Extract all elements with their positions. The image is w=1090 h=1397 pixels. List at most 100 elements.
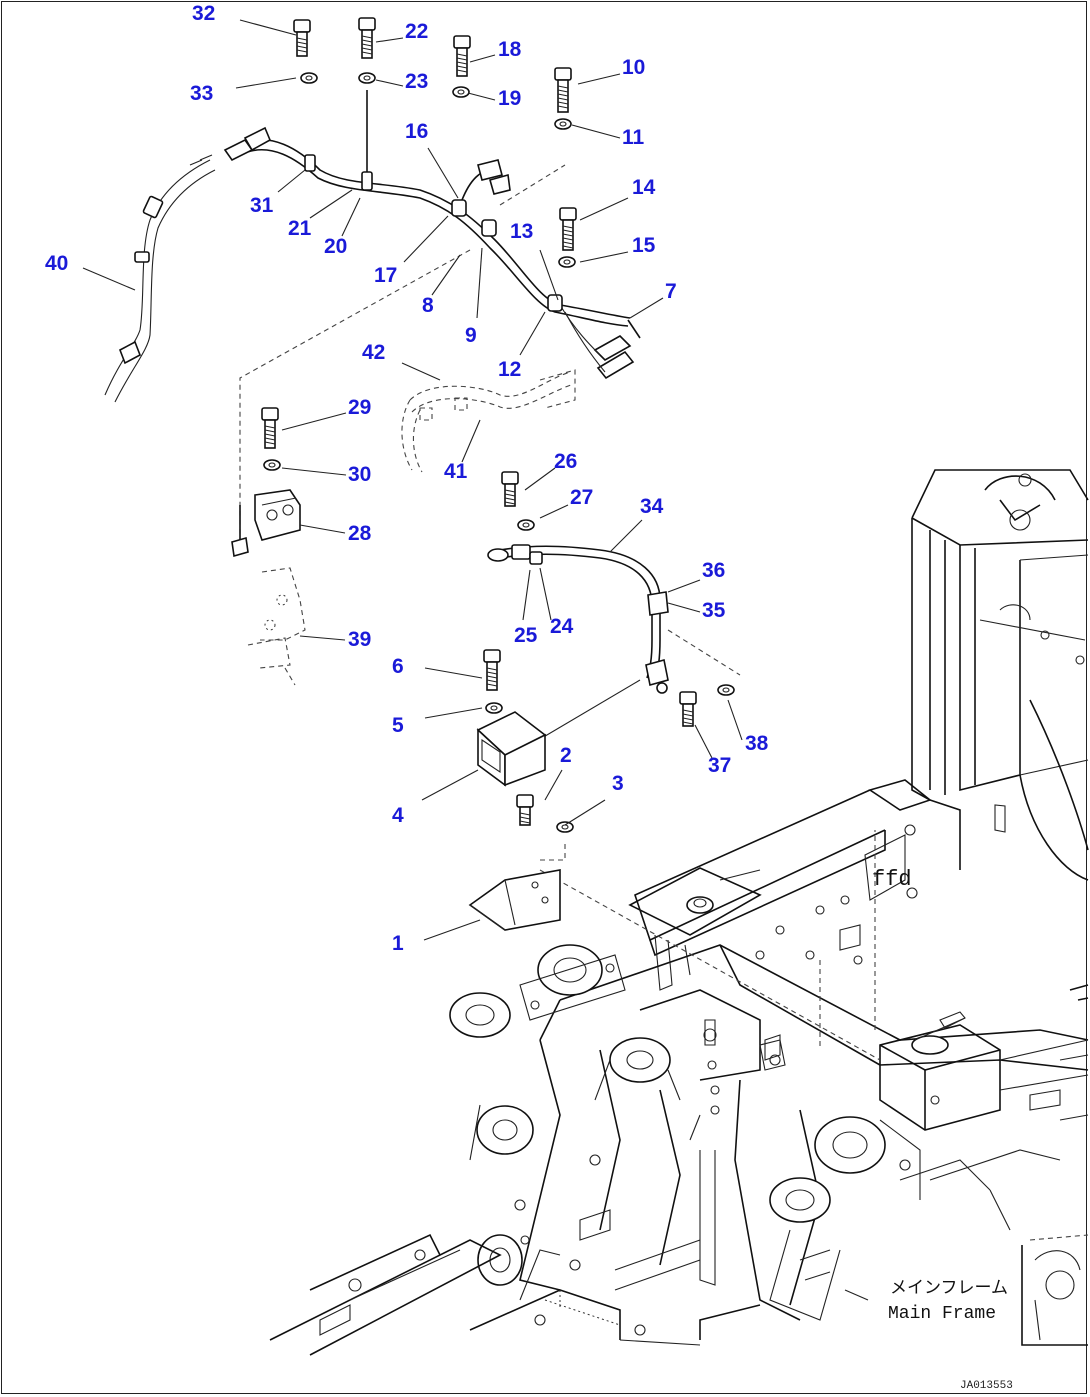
washer-icon (300, 72, 318, 84)
leader-line (375, 79, 404, 87)
leader-line (427, 147, 459, 199)
leader-line (727, 699, 743, 741)
bolt-icon (293, 19, 311, 57)
controller-box-4 (476, 711, 547, 787)
leader-line (539, 504, 569, 519)
callout-13: 13 (510, 220, 533, 243)
harness-40 (104, 154, 216, 403)
leader-line (423, 919, 481, 941)
washer-icon (558, 256, 576, 268)
leader-line (564, 799, 606, 826)
bolt-icon (483, 649, 501, 691)
leader-line (281, 467, 347, 476)
bolt-icon (501, 471, 519, 507)
leader-line (577, 73, 621, 85)
leader-line (375, 37, 404, 43)
bracket-28 (231, 489, 301, 558)
callout-24: 24 (550, 615, 574, 638)
callout-41: 41 (444, 460, 468, 483)
washer-icon (556, 821, 574, 833)
callout-28: 28 (348, 522, 372, 545)
callout-26: 26 (554, 450, 577, 473)
leader-line (667, 602, 701, 613)
leader-line (401, 362, 441, 381)
bolt-icon (559, 207, 577, 251)
svg-text:ffd: ffd (872, 867, 912, 892)
callout-9: 9 (465, 324, 477, 347)
leader-line (467, 92, 496, 101)
leader-line (539, 567, 552, 621)
leader-line (571, 124, 621, 139)
callout-27: 27 (570, 486, 593, 509)
bolt-icon (554, 67, 572, 113)
leader-line (341, 197, 361, 237)
main-frame-leader (844, 1289, 869, 1301)
leader-line (522, 569, 531, 621)
callout-25: 25 (514, 624, 538, 647)
callout-4: 4 (392, 804, 404, 827)
callout-29: 29 (348, 396, 371, 419)
callout-31: 31 (250, 194, 274, 217)
leader-line (544, 769, 563, 801)
main-frame-drawing: ffd (269, 469, 1089, 1356)
leader-line (424, 667, 483, 679)
drawing-code: JA013553 (960, 1380, 1013, 1392)
upper-harness-assembly (223, 90, 641, 540)
callout-39: 39 (348, 628, 371, 651)
leader-line (539, 249, 559, 301)
leader-line (524, 467, 556, 491)
washer-icon (452, 86, 470, 98)
callout-labels: 1234567891011121314151617181920212223242… (45, 2, 769, 955)
callout-34: 34 (640, 495, 664, 518)
leader-line (424, 707, 483, 719)
leader-line (277, 169, 306, 193)
washer-icon (358, 72, 376, 84)
callout-40: 40 (45, 252, 68, 275)
callout-21: 21 (288, 217, 312, 240)
callout-7: 7 (665, 280, 677, 303)
leader-line (579, 197, 629, 221)
callout-12: 12 (498, 358, 521, 381)
leader-line (431, 254, 461, 296)
callout-42: 42 (362, 341, 385, 364)
callout-33: 33 (190, 82, 213, 105)
bolt-icon (261, 407, 279, 449)
leader-line (281, 412, 347, 431)
washer-icon (517, 519, 535, 531)
leader-line (235, 77, 297, 89)
leader-line (403, 215, 449, 263)
bolt-icon (679, 691, 697, 727)
callout-22: 22 (405, 20, 428, 43)
bolts-and-washers (261, 17, 735, 833)
main-frame-label-jp: メインフレーム (890, 1278, 1008, 1298)
callout-17: 17 (374, 264, 397, 287)
washer-icon (485, 702, 503, 714)
main-frame-label-en: Main Frame (888, 1304, 996, 1324)
callout-37: 37 (708, 754, 731, 777)
callout-18: 18 (498, 38, 522, 61)
leader-line (519, 311, 546, 356)
callout-38: 38 (745, 732, 769, 755)
leader-line (461, 419, 481, 463)
leader-line (476, 247, 483, 319)
callout-20: 20 (324, 235, 347, 258)
leader-line (421, 769, 479, 801)
leader-line (469, 54, 496, 63)
callout-23: 23 (405, 70, 428, 93)
washer-icon (554, 118, 572, 130)
callout-14: 14 (632, 176, 656, 199)
callout-6: 6 (392, 655, 404, 678)
leader-lines (82, 19, 743, 941)
callout-35: 35 (702, 599, 726, 622)
leader-line (694, 724, 713, 759)
leader-line (667, 579, 701, 593)
callout-3: 3 (612, 772, 624, 795)
bolt-icon (358, 17, 376, 59)
callout-36: 36 (702, 559, 725, 582)
callout-5: 5 (392, 714, 404, 737)
harness-41-42 (401, 369, 576, 473)
callout-30: 30 (348, 463, 371, 486)
callout-8: 8 (422, 294, 434, 317)
